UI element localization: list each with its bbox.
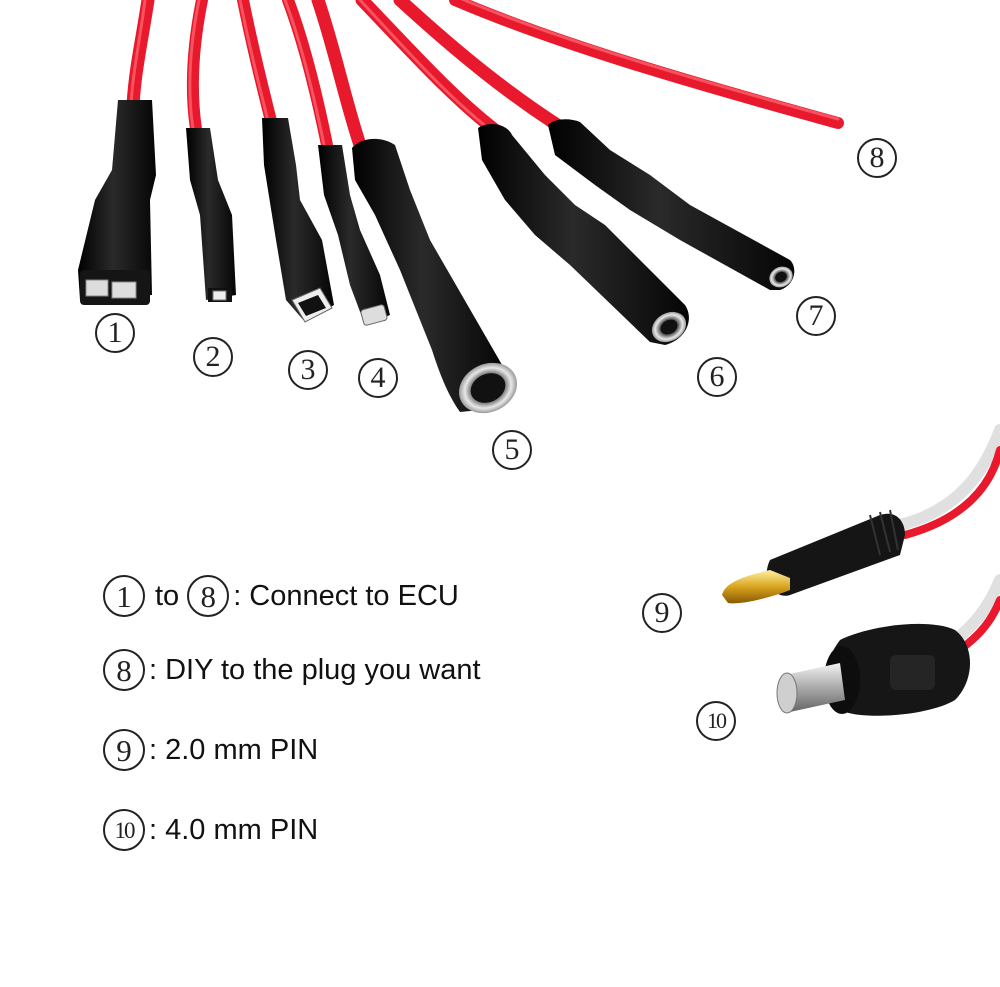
connector-1	[78, 100, 156, 305]
legend-row-2mm: 9 : 2.0 mm PIN	[103, 729, 318, 771]
label-8: 8	[857, 138, 897, 178]
wire-highlights	[129, 0, 840, 152]
legend-row-4mm: 10 : 4.0 mm PIN	[103, 809, 318, 851]
legend-circle-9: 9	[103, 729, 145, 771]
pin-10	[776, 623, 970, 716]
connector-6	[478, 124, 689, 345]
legend-row-diy: 8 : DIY to the plug you want	[103, 649, 481, 691]
lower-wires	[894, 424, 1000, 652]
legend-circle-8: 8	[103, 649, 145, 691]
legend-joiner: to	[155, 579, 180, 612]
connector-2	[186, 128, 236, 302]
pin-9	[722, 509, 905, 604]
connector-7	[548, 119, 795, 290]
connector-3	[262, 118, 334, 323]
legend-row-ecu: 1 to 8 : Connect to ECU	[103, 575, 459, 617]
legend-text: : 4.0 mm PIN	[149, 813, 319, 846]
label-6: 6	[697, 357, 737, 397]
connector-4	[318, 145, 390, 326]
label-10: 10	[696, 701, 736, 741]
legend-circle-1: 1	[103, 575, 145, 617]
label-1: 1	[95, 313, 135, 353]
legend-circle-10: 10	[103, 809, 145, 851]
legend-text: : Connect to ECU	[233, 579, 459, 612]
label-3: 3	[288, 350, 328, 390]
legend-circle-8: 8	[187, 575, 230, 617]
red-wires	[126, 0, 844, 156]
label-9: 9	[642, 593, 682, 633]
label-5: 5	[492, 430, 532, 470]
label-4: 4	[358, 358, 398, 398]
legend-text: : DIY to the plug you want	[149, 653, 481, 686]
label-2: 2	[193, 337, 233, 377]
legend-text: : 2.0 mm PIN	[149, 733, 319, 766]
connector-5	[352, 138, 518, 414]
label-7: 7	[796, 296, 836, 336]
